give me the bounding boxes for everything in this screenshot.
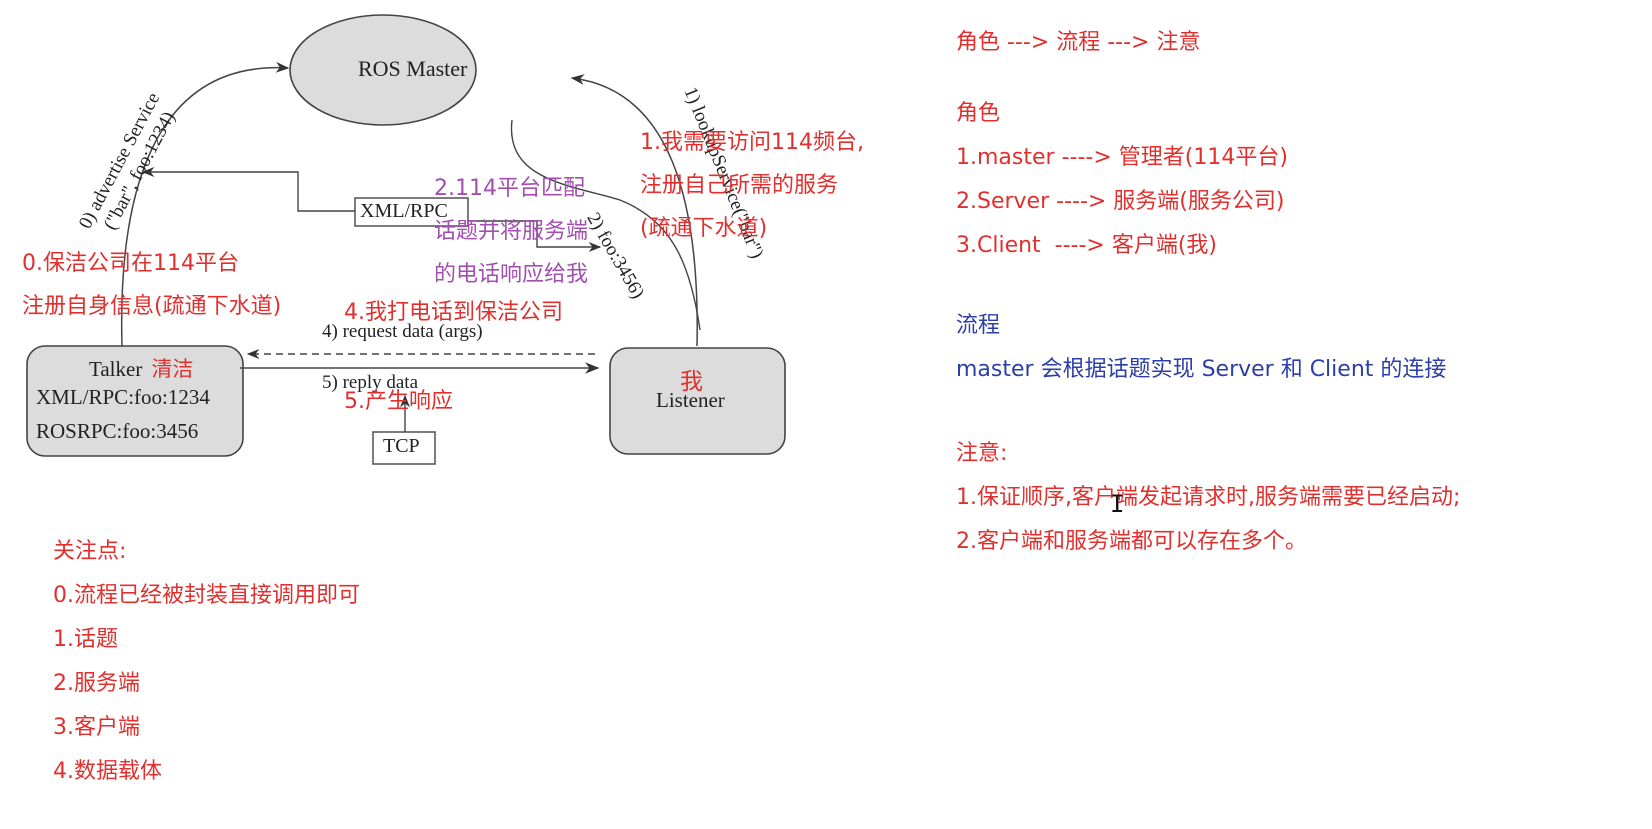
- ros-master-label: ROS Master: [358, 56, 468, 81]
- annotation-step1-line2: 注册自己所需的服务: [640, 173, 839, 198]
- focus-points-list: 关注点: 0.流程已经被封装直接调用即可 1.话题 2.服务端 3.客户端 4.…: [53, 530, 360, 794]
- talker-name: Talker: [89, 357, 143, 381]
- process-section: 流程 master 会根据话题实现 Server 和 Client 的连接: [956, 304, 1446, 392]
- tcp-box-label: TCP: [383, 435, 420, 457]
- role-item: 3.Client ----> 客户端(我): [956, 233, 1218, 258]
- focus-point-item: 0.流程已经被封装直接调用即可: [53, 583, 360, 608]
- talker-rosrpc-uri: ROSRPC:foo:3456: [36, 419, 199, 443]
- focus-point-item: 3.客户端: [53, 715, 140, 740]
- request-label: 4) request data (args): [322, 321, 483, 342]
- xmlrpc-box: [354, 197, 469, 227]
- roles-section: 角色 1.master ----> 管理者(114平台) 2.Server --…: [956, 92, 1288, 268]
- caution-item: 1.保证顺序,客户端发起请求时,服务端需要已经启动;: [956, 485, 1461, 510]
- role-item: 2.Server ----> 服务端(服务公司): [956, 189, 1285, 214]
- process-text: master 会根据话题实现 Server 和 Client 的连接: [956, 357, 1447, 382]
- annotation-step1-line1: 1.我需要访问114频台,: [640, 130, 864, 155]
- lookup-edge: [570, 74, 698, 347]
- caution-section: 注意: 1.保证顺序,客户端发起请求时,服务端需要已经启动; 2.客户端和服务端…: [956, 432, 1460, 564]
- annotation-step2-line1: 2.114平台匹配: [434, 176, 585, 201]
- annotation-step1-line3: (疏通下水道): [640, 216, 768, 241]
- annotation-step2-line3: 的电话响应给我: [434, 262, 589, 287]
- talker-node: [26, 345, 244, 457]
- annotation-step4: 4.我打电话到保洁公司: [344, 300, 563, 325]
- ros-service-diagram: [26, 14, 786, 465]
- reply-label: 5) reply data: [322, 372, 419, 393]
- advertise-edge: [120, 61, 290, 347]
- text-cursor-icon: I: [1110, 490, 1125, 518]
- annotation-step2-line2: 话题并将服务端: [434, 219, 589, 244]
- annotation-step0-line2: 注册自身信息(疏通下水道): [22, 294, 282, 319]
- xmlrpc-box-label: XML/RPC: [360, 200, 448, 222]
- listener-name: Listener: [656, 388, 725, 412]
- annotation-step0-line1: 0.保洁公司在114平台: [22, 251, 239, 276]
- master-reply-edge: [510, 119, 701, 331]
- focus-points-heading: 关注点:: [53, 539, 127, 564]
- process-heading: 流程: [956, 313, 1001, 338]
- overview-line: 角色 ---> 流程 ---> 注意: [956, 30, 1201, 55]
- xmlrpc-to-listener-edge: [466, 220, 602, 253]
- caution-heading: 注意:: [956, 441, 1008, 466]
- listener-node: [609, 347, 786, 455]
- talker-title: Talker 清洁: [89, 353, 193, 383]
- xmlrpc-to-talker-edge: [141, 166, 358, 212]
- annotation-step5: 5.产生响应: [344, 389, 453, 414]
- listener-role-note: 我: [680, 369, 703, 395]
- caution-item: 2.客户端和服务端都可以存在多个。: [956, 529, 1307, 554]
- focus-point-item: 2.服务端: [53, 671, 140, 696]
- roles-heading: 角色: [956, 101, 1001, 126]
- tcp-box: [372, 431, 436, 465]
- focus-point-item: 1.话题: [53, 627, 118, 652]
- ros-master-node: [289, 14, 477, 126]
- talker-xmlrpc-uri: XML/RPC:foo:1234: [36, 385, 210, 409]
- focus-point-item: 4.数据载体: [53, 759, 162, 784]
- talker-role-note: 清洁: [151, 357, 194, 381]
- role-item: 1.master ----> 管理者(114平台): [956, 145, 1288, 170]
